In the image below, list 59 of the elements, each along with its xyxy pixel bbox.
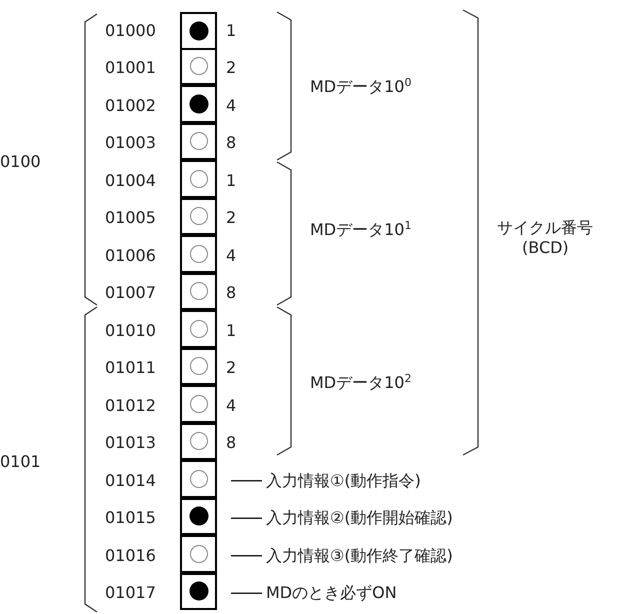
indicator-cell	[180, 535, 217, 572]
address-label: 01016	[105, 546, 156, 566]
indicator-cell	[180, 348, 217, 385]
note-text: 入力情報③(動作終了確認)	[266, 546, 453, 566]
weight-label: 2	[226, 58, 236, 78]
weight-label: 2	[226, 208, 236, 228]
indicator-cell	[180, 498, 217, 535]
indicator-cell	[180, 198, 217, 235]
address-label: 01006	[105, 246, 156, 266]
address-label: 01001	[105, 58, 156, 78]
data-label: MDデータ10$^{2}$	[310, 373, 412, 394]
indicator-cell	[180, 572, 217, 610]
indicator-cell	[180, 48, 217, 85]
group-label: 0101	[0, 452, 41, 472]
address-label: 01007	[105, 283, 156, 304]
weight-label: 1	[226, 320, 236, 341]
indicator-cell	[180, 160, 217, 198]
group-label: 0100	[0, 152, 41, 172]
leader-line	[231, 480, 262, 482]
data-label: MDデータ10$^{1}$	[310, 220, 412, 240]
address-label: 01002	[105, 96, 156, 116]
note-text: 入力情報②(動作開始確認)	[266, 508, 453, 528]
weight-label: 1	[226, 170, 236, 191]
indicator-cell	[180, 272, 217, 310]
leader-line	[231, 592, 262, 594]
note-text: MDのとき必ずON	[266, 583, 397, 604]
data-label: MDデータ10$^{0}$	[310, 77, 412, 97]
weight-label: 8	[226, 133, 236, 154]
cycle-label: サイクル番号	[497, 218, 593, 238]
address-label: 01005	[105, 208, 156, 228]
indicator-cell	[180, 422, 217, 460]
weight-label: 4	[226, 396, 236, 416]
leader-line	[231, 518, 262, 519]
weight-label: 1	[226, 20, 236, 41]
indicator-cell	[180, 12, 217, 50]
weight-label: 8	[226, 433, 236, 454]
address-label: 01012	[105, 396, 156, 416]
weight-label: 8	[226, 283, 236, 304]
address-label: 01013	[105, 433, 156, 454]
indicator-cell	[180, 310, 217, 348]
cycle-label: (BCD)	[522, 238, 569, 258]
address-label: 01017	[105, 583, 156, 604]
weight-label: 4	[226, 96, 236, 116]
address-label: 01010	[105, 320, 156, 341]
note-text: 入力情報①(動作指令)	[266, 470, 421, 491]
indicator-cell	[180, 385, 217, 422]
address-label: 01003	[105, 133, 156, 154]
indicator-cell	[180, 122, 217, 160]
indicator-cell	[180, 85, 217, 122]
weight-label: 4	[226, 246, 236, 266]
address-label: 01011	[105, 358, 156, 378]
address-label: 01000	[105, 20, 156, 41]
address-label: 01004	[105, 170, 156, 191]
leader-line	[231, 555, 262, 556]
indicator-cell	[180, 235, 217, 272]
address-label: 01014	[105, 470, 156, 491]
indicator-cell	[180, 460, 217, 498]
weight-label: 2	[226, 358, 236, 378]
address-label: 01015	[105, 508, 156, 528]
